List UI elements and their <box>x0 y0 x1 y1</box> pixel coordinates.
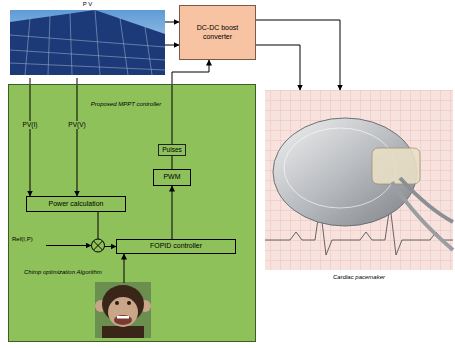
connector <box>124 254 125 283</box>
signal-label: PV(V) <box>67 121 86 128</box>
connector <box>165 45 179 46</box>
process-box: PWM <box>153 169 191 186</box>
node-text: P V <box>10 1 165 8</box>
connector <box>77 78 78 196</box>
pacemaker-box: Cardiac pacemaker <box>265 90 453 270</box>
connector <box>256 45 300 90</box>
summing-junction <box>92 239 105 252</box>
controller-ground <box>8 84 256 342</box>
solar-panel <box>10 10 165 75</box>
process-box: FOPID controller <box>116 239 236 254</box>
signal-box-label: Pulses <box>158 144 186 155</box>
node-text: FOPID controller <box>150 242 202 250</box>
converter-box: DC-DC boost converter <box>179 5 256 60</box>
connector <box>165 22 179 23</box>
node-text: Chimp optimization Algorithm <box>24 269 94 276</box>
node-text: Power calculation <box>49 200 104 208</box>
chimp-picture <box>95 282 151 338</box>
process-box: Power calculation <box>26 196 126 212</box>
node-text: DC-DC boost converter <box>183 24 252 40</box>
node-text: PWM <box>163 173 180 181</box>
signal-label: Ref(I,P) <box>12 236 33 243</box>
node-text: Cardiac pacemaker <box>265 274 453 281</box>
signal-label: PV(I) <box>22 121 39 128</box>
connector <box>256 20 340 90</box>
chimp-picture-box: Chimp optimization Algorithm <box>96 283 152 339</box>
reference-arrow <box>46 245 91 246</box>
pacemaker-picture <box>265 90 453 270</box>
pv-panel: P V <box>10 0 165 78</box>
connector <box>30 78 31 196</box>
connector <box>172 186 173 239</box>
node-text: Proposed MPPT controller <box>83 101 169 108</box>
controller-panel: Proposed MPPT controllerPower calculatio… <box>8 84 256 342</box>
